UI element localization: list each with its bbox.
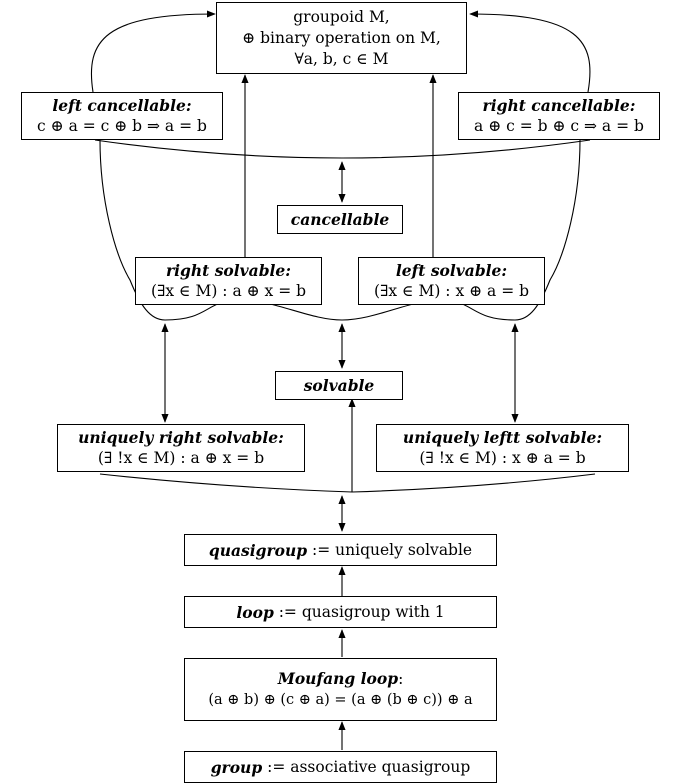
uniquely-right-solvable-title: uniquely right solvable: <box>78 428 284 447</box>
right-cancellable-formula: a ⊕ c = b ⊕ c ⇒ a = b <box>474 117 644 135</box>
uniquely-left-solvable-title: uniquely leftt solvable: <box>402 428 603 447</box>
moufang-colon: : <box>398 670 404 688</box>
left-cancellable-title: left cancellable: <box>52 96 192 115</box>
groupoid-line-1: groupoid M, <box>293 7 390 26</box>
loop-box: loop := quasigroup with 1 <box>184 596 497 628</box>
loop-term: loop <box>236 602 274 622</box>
left-cancellable-formula: c ⊕ a = c ⊕ b ⇒ a = b <box>37 117 207 135</box>
moufang-term: Moufang loop <box>277 669 399 688</box>
right-solvable-box: right solvable: (∃x ∈ M) : a ⊕ x = b <box>135 257 322 305</box>
moufang-heading: Moufang loop: <box>278 668 404 690</box>
right-solvable-title: right solvable: <box>165 261 292 280</box>
loop-definition: := quasigroup with 1 <box>273 602 445 621</box>
uniquely-left-solvable-formula: (∃ !x ∈ M) : x ⊕ a = b <box>419 449 586 467</box>
right-cancellable-box: right cancellable: a ⊕ c = b ⊕ c ⇒ a = b <box>458 92 660 140</box>
groupoid-line-2: ⊕ binary operation on M, <box>242 28 441 47</box>
group-definition: := associative quasigroup <box>262 757 471 776</box>
unique-brace-right <box>351 473 596 493</box>
left-solvable-formula: (∃x ∈ M) : x ⊕ a = b <box>373 282 530 300</box>
left-cancellable-side-curve <box>99 139 166 321</box>
uniquely-right-solvable-box: uniquely right solvable: (∃ !x ∈ M) : a … <box>57 424 305 472</box>
left-cancellable-box: left cancellable: c ⊕ a = c ⊕ b ⇒ a = b <box>21 92 223 140</box>
right-cancellable-title: right cancellable: <box>482 96 636 115</box>
groupoid-box: groupoid M, ⊕ binary operation on M, ∀a,… <box>216 2 467 74</box>
moufang-formula: (a ⊕ b) ⊕ (c ⊕ a) = (a ⊕ (b ⊕ c)) ⊕ a <box>208 692 473 708</box>
left-solvable-box: left solvable: (∃x ∈ M) : x ⊕ a = b <box>358 257 545 305</box>
groupoid-line-3: ∀a, b, c ∈ M <box>294 49 389 68</box>
uniquely-left-solvable-box: uniquely leftt solvable: (∃ !x ∈ M) : x … <box>376 424 629 472</box>
right-cancellable-side-curve <box>514 139 581 321</box>
group-box: group := associative quasigroup <box>184 751 497 783</box>
unique-brace-left <box>99 473 353 493</box>
quasigroup-definition: := uniquely solvable <box>307 540 473 559</box>
left-solvable-title: left solvable: <box>395 261 508 280</box>
moufang-loop-box: Moufang loop: (a ⊕ b) ⊕ (c ⊕ a) = (a ⊕ (… <box>184 658 497 721</box>
quasigroup-box: quasigroup := uniquely solvable <box>184 534 497 566</box>
right-cancellable-to-groupoid-curve <box>469 10 591 93</box>
left-cancellable-to-groupoid-curve <box>90 10 216 93</box>
uniquely-right-solvable-formula: (∃ !x ∈ M) : a ⊕ x = b <box>97 449 265 467</box>
solvable-title: solvable <box>303 376 375 395</box>
cancellable-box: cancellable <box>277 205 403 234</box>
cancel-brace-curve <box>94 139 591 159</box>
quasigroup-term: quasigroup <box>208 540 308 560</box>
solvable-box: solvable <box>275 371 403 400</box>
group-term: group <box>210 757 263 777</box>
cancellable-title: cancellable <box>290 210 390 229</box>
right-solvable-formula: (∃x ∈ M) : a ⊕ x = b <box>150 282 307 300</box>
